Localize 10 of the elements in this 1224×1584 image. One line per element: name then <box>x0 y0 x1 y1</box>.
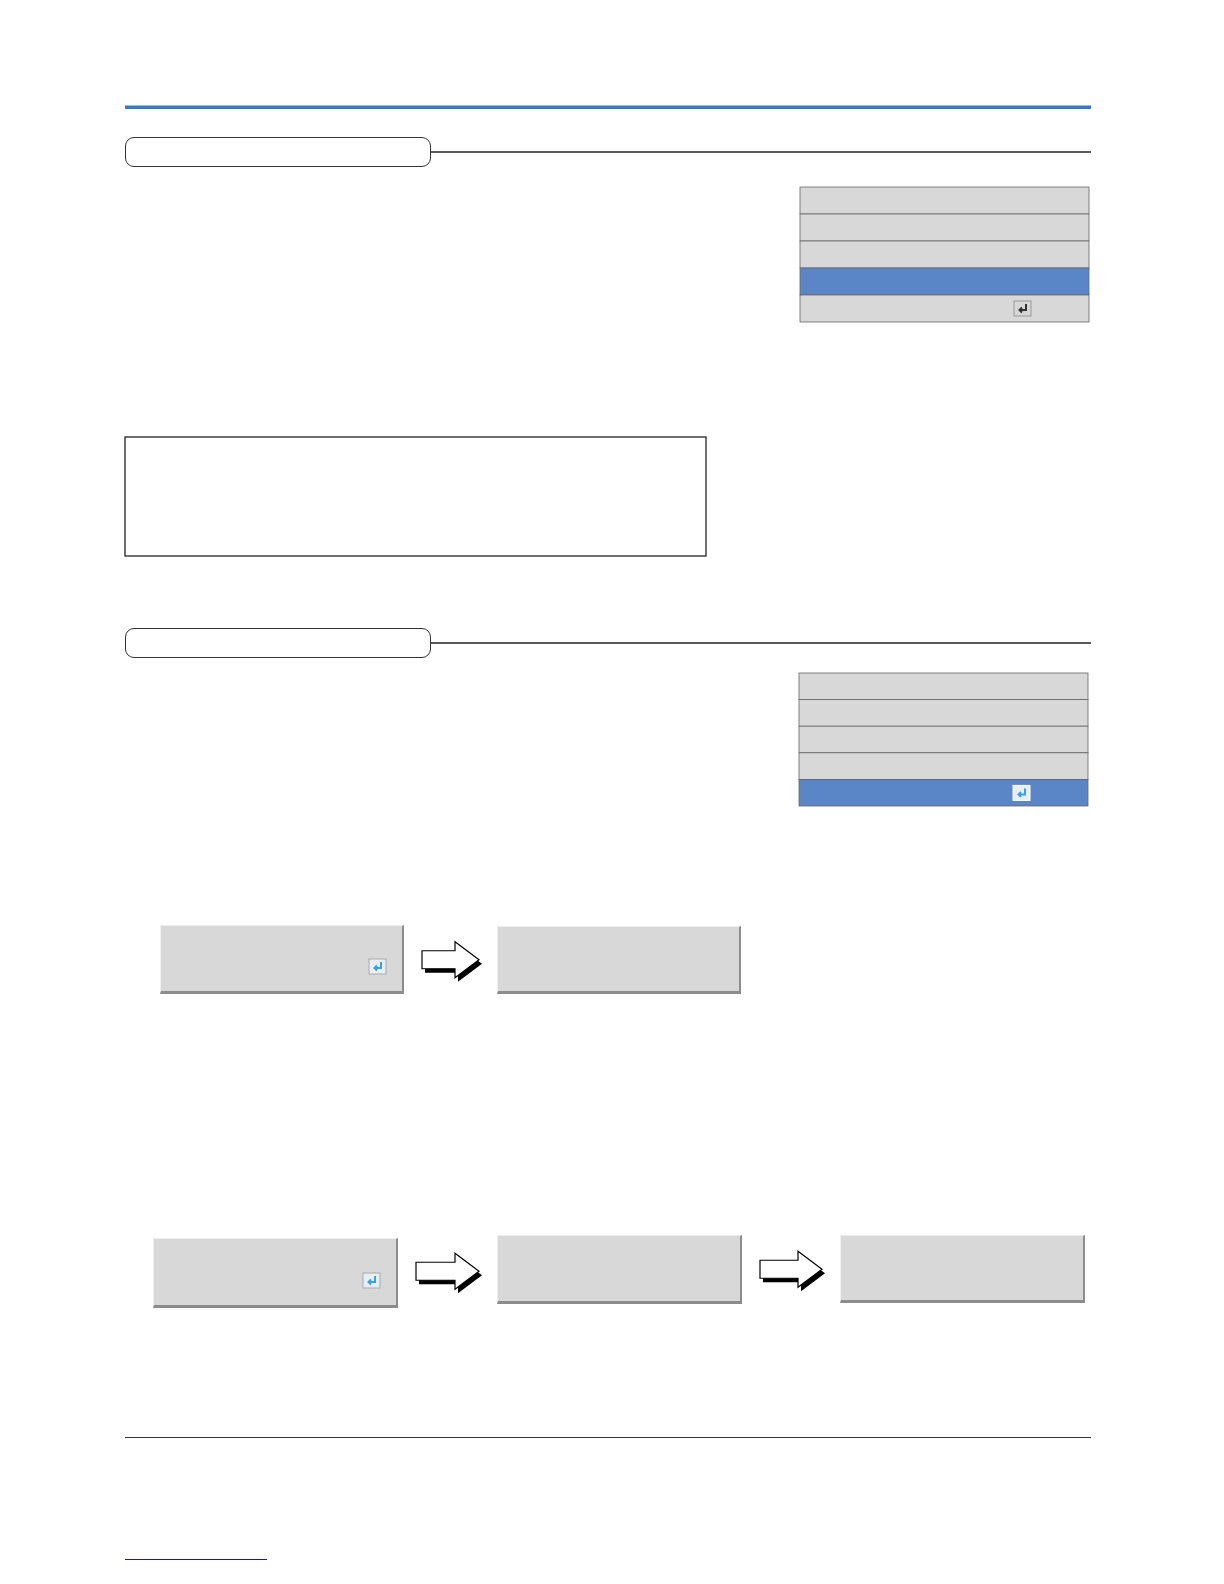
screen-box <box>153 1238 398 1308</box>
block-arrow <box>415 1252 482 1294</box>
section-tab <box>125 137 431 167</box>
screen-box <box>840 1235 1085 1303</box>
screen-box <box>160 925 404 994</box>
block-arrow <box>759 1250 825 1292</box>
section-tab <box>125 628 431 658</box>
block-arrow <box>421 940 482 982</box>
screen-box <box>497 1235 742 1304</box>
screen-box <box>497 926 741 994</box>
